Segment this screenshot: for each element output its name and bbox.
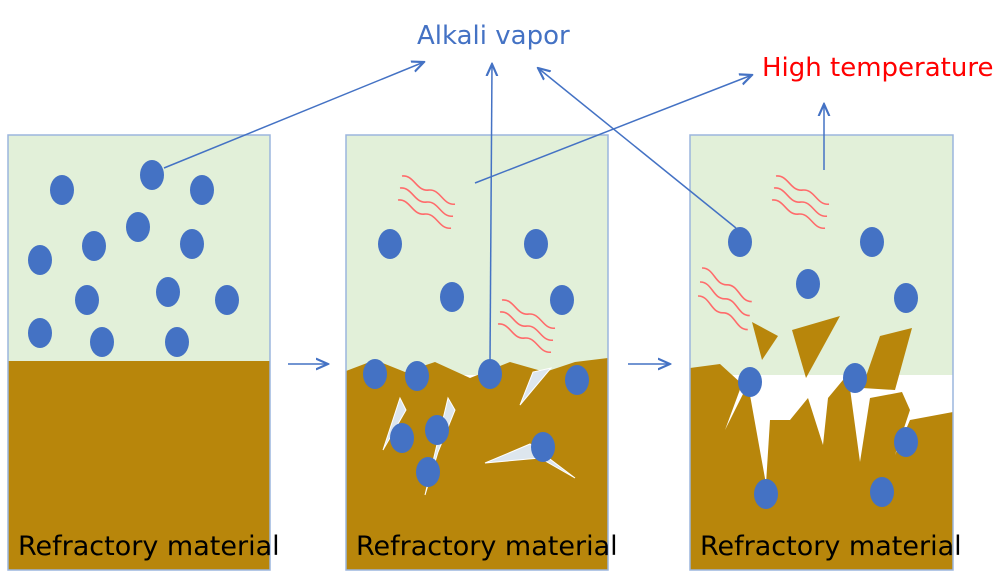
panel-1-caption: Refractory material (18, 531, 280, 562)
particle (165, 327, 189, 357)
arrow-vapor-from-panel-1 (163, 62, 424, 169)
particle (870, 477, 894, 507)
panel-3-refractory (690, 364, 953, 570)
particle (405, 361, 429, 391)
panel-1-vapor-zone (8, 135, 270, 363)
particle (754, 479, 778, 509)
arrow-vapor-from-panel-3 (538, 68, 737, 229)
particle (180, 229, 204, 259)
particle (363, 359, 387, 389)
high-temperature-label: High temperature (762, 53, 993, 83)
particle (378, 229, 402, 259)
panel-1-refractory (8, 361, 270, 570)
particle (565, 365, 589, 395)
particle (75, 285, 99, 315)
particle (550, 285, 574, 315)
particle (215, 285, 239, 315)
particle (860, 227, 884, 257)
particle (796, 269, 820, 299)
particle (28, 318, 52, 348)
panel-1-particles (28, 160, 239, 357)
particle (390, 423, 414, 453)
particle (894, 427, 918, 457)
pointer-arrows (163, 62, 824, 363)
particle (728, 227, 752, 257)
panel-3: Refractory material (689, 134, 962, 571)
arrow-heat-from-panel-2 (474, 75, 752, 184)
alkali-vapor-label: Alkali vapor (417, 21, 570, 51)
particle (478, 359, 502, 389)
particle (524, 229, 548, 259)
particle (738, 367, 762, 397)
particle (416, 457, 440, 487)
particle (50, 175, 74, 205)
panel-3-particles (728, 227, 918, 509)
panel-2-frame (345, 134, 609, 571)
panel-2-caption: Refractory material (356, 531, 618, 562)
particle (190, 175, 214, 205)
particle (82, 231, 106, 261)
particle (28, 245, 52, 275)
arrow-vapor-from-panel-2 (490, 64, 492, 363)
panel-2: Refractory material (345, 134, 618, 571)
panel-3-fragments (752, 316, 912, 390)
particle (894, 283, 918, 313)
panel-1-frame (7, 134, 271, 571)
panel-2-cracks (382, 367, 576, 496)
panel-1: Refractory material (7, 134, 280, 571)
particle (90, 327, 114, 357)
panel-3-caption: Refractory material (700, 531, 962, 562)
particle (843, 363, 867, 393)
particle (425, 415, 449, 445)
panel-2-refractory (346, 358, 608, 570)
particle (126, 212, 150, 242)
panel-2-particles (363, 229, 589, 487)
panel-3-frame (689, 134, 954, 571)
particle (440, 282, 464, 312)
particle (156, 277, 180, 307)
particle (140, 160, 164, 190)
particle (531, 432, 555, 462)
